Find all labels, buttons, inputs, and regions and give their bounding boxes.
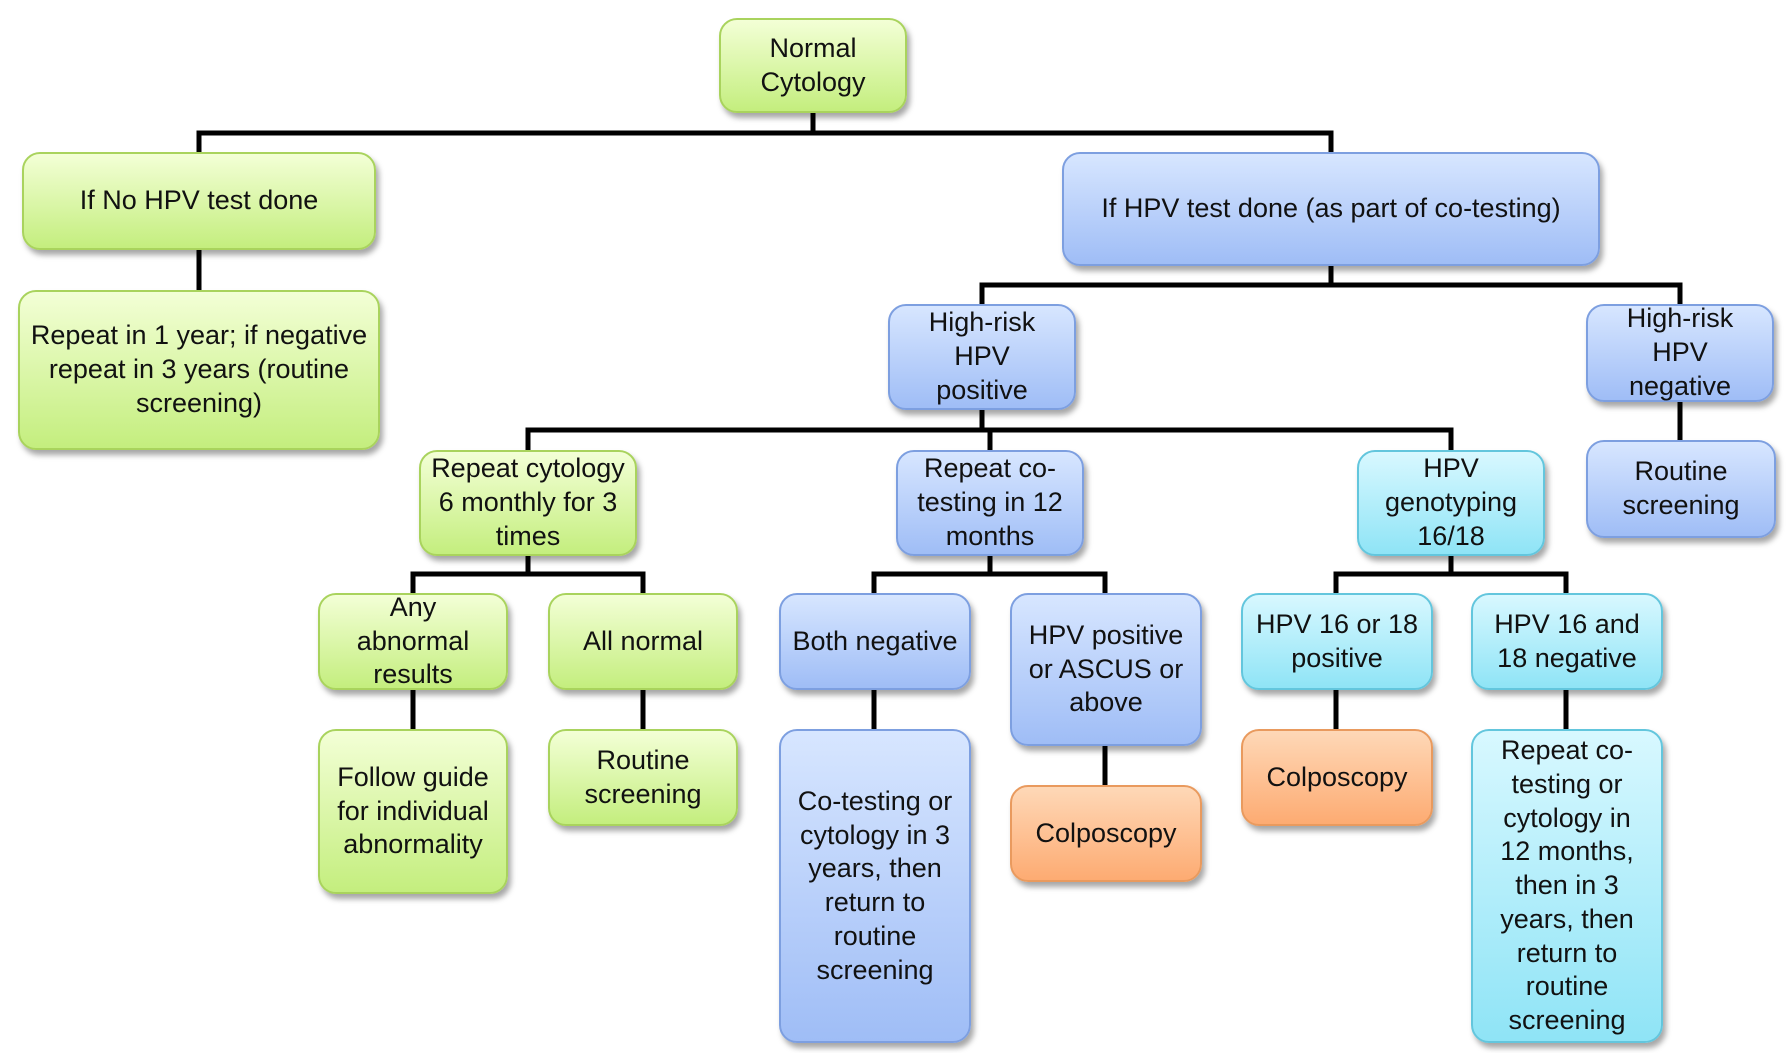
node-normal-cytology: Normal Cytology <box>719 18 907 113</box>
node-routine-screening-normal: Routine screening <box>548 729 738 826</box>
node-hpv1618-positive: HPV 16 or 18 positive <box>1241 593 1433 690</box>
node-repeat-cotesting-final: Repeat co- testing or cytology in 12 mon… <box>1471 729 1663 1043</box>
node-high-risk-negative: High-risk HPV negative <box>1586 303 1774 402</box>
connector-genotype <box>1333 553 1569 596</box>
connector-rep-cotest <box>871 553 1108 596</box>
node-all-normal: All normal <box>548 593 738 690</box>
node-any-abnormal: Any abnormal results <box>318 592 508 690</box>
node-hpv-genotyping: HPV genotyping 16/18 <box>1357 450 1545 556</box>
node-cotesting-3-years: Co-testing or cytology in 3 years, then … <box>779 729 971 1043</box>
connector-rep-cyto <box>410 553 646 596</box>
node-hpv-positive-ascus: HPV positive or ASCUS or above <box>1010 593 1202 746</box>
node-routine-screening-negative: Routine screening <box>1586 440 1776 538</box>
node-both-negative: Both negative <box>779 593 971 690</box>
node-hpv1618-negative: HPV 16 and 18 negative <box>1471 593 1663 690</box>
node-repeat-cotesting: Repeat co- testing in 12 months <box>896 450 1084 556</box>
node-colposcopy-1: Colposcopy <box>1010 785 1202 882</box>
connector-hpv-done <box>979 263 1683 307</box>
node-repeat-1-year: Repeat in 1 year; if negative repeat in … <box>18 290 380 450</box>
node-follow-guide: Follow guide for individual abnormality <box>318 729 508 894</box>
node-high-risk-positive: High-risk HPV positive <box>888 304 1076 410</box>
node-hpv-test-done: If HPV test done (as part of co-testing) <box>1062 152 1600 266</box>
connector-normal <box>196 110 1334 155</box>
node-colposcopy-2: Colposcopy <box>1241 729 1433 826</box>
node-repeat-cytology: Repeat cytology 6 monthly for 3 times <box>419 450 637 556</box>
connector-hr-pos <box>525 407 1454 453</box>
node-no-hpv-test: If No HPV test done <box>22 152 376 250</box>
